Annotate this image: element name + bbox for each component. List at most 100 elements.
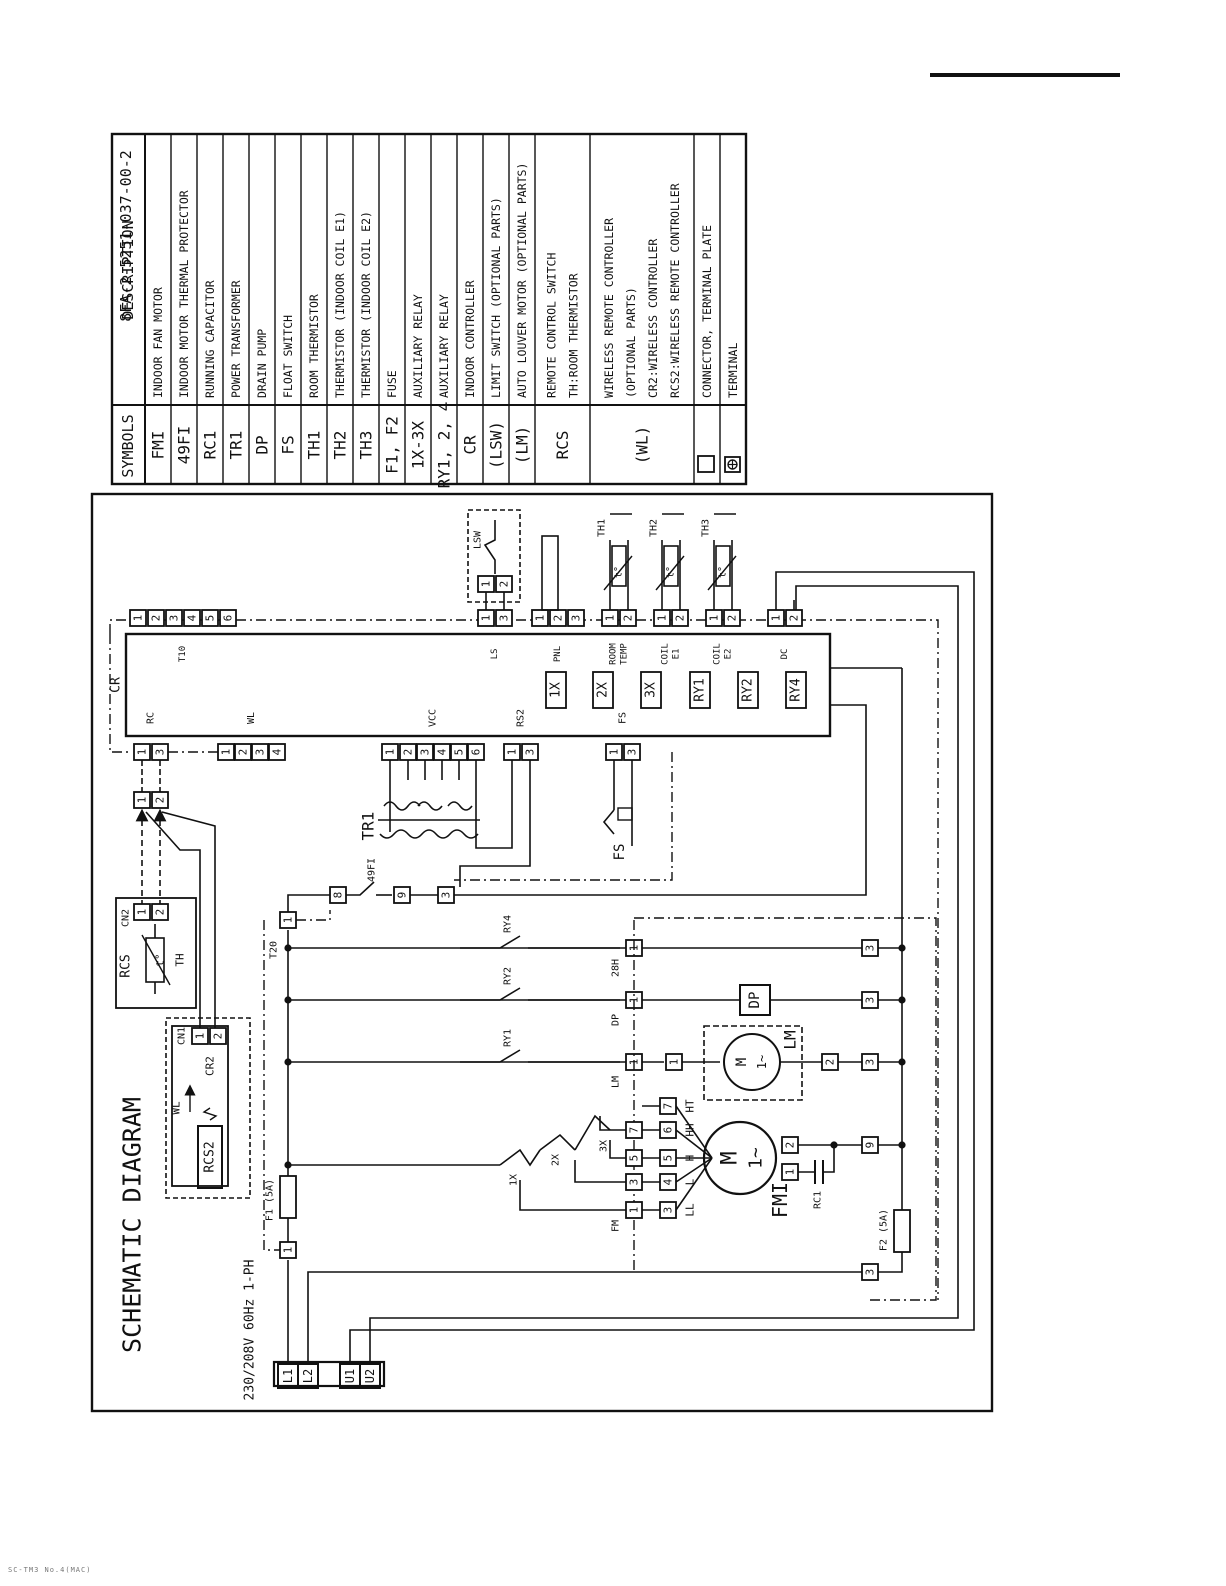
- cr-relay-indicator: RY2: [737, 671, 759, 709]
- junction-dot: [284, 996, 292, 1004]
- cr-top-pin: 6: [467, 743, 485, 761]
- legend-description: RUNNING CAPACITOR: [203, 280, 217, 398]
- pin-number: 3: [524, 749, 537, 756]
- cr-top-connector-label: RS2: [516, 709, 527, 727]
- cr-top-pin: 3: [416, 743, 434, 761]
- float-switch-contact: [602, 809, 615, 835]
- thermistor: t°TH1: [597, 513, 633, 610]
- fuse-f1: [279, 1175, 297, 1219]
- relay-label: RY1: [503, 1029, 514, 1047]
- rcs-cn-label: CN2: [121, 909, 132, 927]
- pin-number: 2: [726, 615, 739, 622]
- tap-name: HT: [684, 1099, 697, 1113]
- pin-number: 5: [628, 1155, 641, 1162]
- cr-top-connector-label: RC: [146, 712, 157, 724]
- rcs2-box: [197, 1125, 223, 1189]
- pin-number: 2: [402, 749, 415, 756]
- lsw-switch: [483, 520, 496, 574]
- cr-bottom-pin: 2: [549, 609, 567, 627]
- lsw-pin: 1: [477, 575, 495, 593]
- pin-number: 5: [453, 749, 466, 756]
- cr-bottom-connector-label: LS: [490, 649, 500, 660]
- cr-bottom-connector-label: DC: [780, 649, 790, 660]
- thermistor-mark: t°: [614, 566, 625, 578]
- wire: [263, 920, 280, 1251]
- terminal-box: [359, 1363, 381, 1389]
- junction-dot: [284, 1161, 292, 1169]
- relay-box: [640, 671, 662, 709]
- controller-label: CR: [109, 677, 124, 693]
- pin-number: 7: [628, 1127, 641, 1134]
- pin-number: 2: [237, 749, 250, 756]
- thermistor-slash: [141, 934, 171, 986]
- output-label: 28H: [611, 959, 622, 977]
- legend-symbol: DP: [253, 435, 272, 454]
- thermistor-body: [715, 545, 731, 587]
- pin-number: 9: [864, 1142, 877, 1149]
- rc-plug-pin-1: 1: [133, 791, 151, 809]
- lm-pin-2: 2: [821, 1053, 839, 1071]
- wire: [459, 760, 531, 887]
- cr-top-connector-label: FS: [618, 712, 629, 724]
- relay-box: [689, 671, 711, 709]
- fuse-f1-label: F1 (5A): [265, 1179, 276, 1221]
- tap-name: L: [684, 1178, 697, 1185]
- wire: [574, 1160, 626, 1183]
- cr-bottom-connector-label: COIL: [661, 643, 671, 665]
- tap-pin: 4: [659, 1173, 677, 1191]
- wire: [454, 752, 673, 881]
- legend-symbol: RCS: [553, 431, 572, 460]
- louver-motor-dashed-box: [703, 1025, 803, 1101]
- pin-number: 8: [332, 892, 345, 899]
- motor-phase: 1~: [746, 1147, 767, 1169]
- pin-box: [767, 609, 785, 627]
- louver-motor-label: LM: [781, 1030, 800, 1049]
- rcs-box: [115, 897, 197, 1009]
- pin-box: [183, 609, 201, 627]
- terminal-symbol-icon: [724, 456, 741, 473]
- terminal-box: [297, 1363, 319, 1389]
- controller-board: [124, 632, 832, 738]
- thermistor: t°TH3: [701, 513, 737, 610]
- schematic-title: SCHEMATIC DIAGRAM: [118, 1097, 147, 1353]
- wire: [475, 760, 513, 849]
- pin-number: 1: [480, 581, 493, 588]
- legend-description: WIRELESS REMOTE CONTROLLER: [602, 218, 616, 398]
- transformer-coil: [447, 801, 473, 811]
- protector-label: 49FI: [367, 858, 378, 882]
- pin-number: 1: [282, 1247, 295, 1254]
- terminal-label: L1: [281, 1369, 295, 1383]
- thermistor-mark: t°: [154, 953, 167, 966]
- float-switch-label: FS: [612, 844, 628, 861]
- cr-bottom-pin: 3: [165, 609, 183, 627]
- legend-description: THERMISTOR (INDOOR COIL E2): [359, 211, 373, 398]
- legend-symbol: FS: [279, 435, 298, 454]
- legend-symbol: F1, F2: [383, 416, 402, 474]
- legend-symbol: (LM): [513, 426, 532, 465]
- terminal-label: L2: [301, 1369, 315, 1383]
- cr-bottom-pin: 3: [495, 609, 513, 627]
- relay-box: [737, 671, 759, 709]
- capacitor-label: RC1: [813, 1191, 824, 1209]
- wire: [634, 917, 937, 1301]
- pin-number: 3: [154, 749, 167, 756]
- relay-contact: [574, 1114, 611, 1151]
- cr-bottom-pin: 1: [531, 609, 549, 627]
- pin-number: 2: [788, 615, 801, 622]
- fan-relay-label: 2X: [551, 1154, 562, 1166]
- legend-symbol: TR1: [227, 431, 246, 460]
- cr-bottom-pin: 2: [785, 609, 803, 627]
- pin-number: 7: [662, 1103, 675, 1110]
- legend-description: ROOM THERMISTOR: [307, 294, 321, 398]
- float-icon: [617, 807, 633, 821]
- motor-symbol: M: [734, 1058, 750, 1066]
- legend-row: (LSW)LIMIT SWITCH (OPTIONAL PARTS): [487, 197, 506, 469]
- wire: [519, 1180, 626, 1211]
- legend-description: TERMINAL: [726, 343, 740, 398]
- pin-number: 3: [864, 1059, 877, 1066]
- cr-bottom-pin: 4: [183, 609, 201, 627]
- thermistor-mark: t°: [666, 566, 677, 578]
